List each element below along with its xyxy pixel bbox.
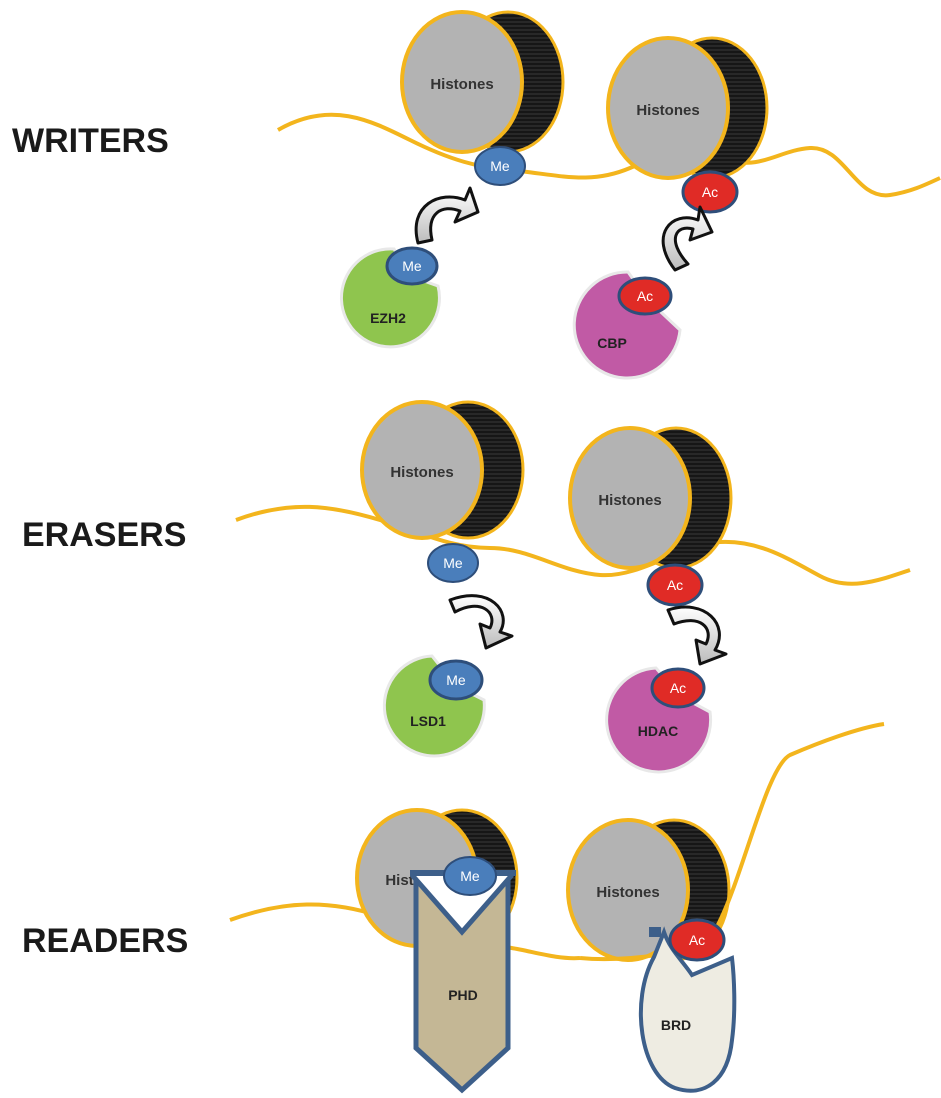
svg-text:Ac: Ac (689, 932, 705, 948)
curved-arrow-icon (448, 594, 514, 650)
svg-text:CBP: CBP (597, 335, 627, 351)
acetyl-mark: Ac (668, 918, 726, 962)
svg-text:Me: Me (402, 258, 422, 274)
svg-text:EZH2: EZH2 (370, 310, 406, 326)
histone-nucleosome: Histones (400, 10, 565, 154)
histone-nucleosome: Histones (568, 426, 733, 570)
svg-text:Me: Me (443, 555, 463, 571)
dna-strand (235, 504, 911, 586)
hdac-enzyme: Ac HDAC (605, 666, 713, 774)
svg-text:LSD1: LSD1 (410, 713, 446, 729)
svg-text:BRD: BRD (661, 1017, 691, 1033)
methyl-mark: Me (474, 146, 526, 186)
histone-label: Histones (596, 884, 659, 901)
methyl-mark: Me (443, 856, 497, 896)
histone-label: Histones (636, 102, 699, 119)
svg-text:PHD: PHD (448, 987, 478, 1003)
histone-nucleosome: Histones (360, 400, 525, 540)
dna-strand-right-path (579, 722, 885, 962)
curved-arrow-icon (414, 186, 480, 245)
curved-arrow-icon (666, 605, 728, 666)
histone-label: Histones (598, 492, 661, 509)
brd-reader: BRD (638, 926, 737, 1093)
readers-title: READERS (22, 922, 188, 960)
histone-label: Histones (390, 464, 453, 481)
writers-section: WRITERS Histones Histones Me Ac (12, 10, 941, 380)
svg-text:Ac: Ac (702, 184, 718, 200)
svg-text:Ac: Ac (637, 288, 653, 304)
svg-text:Me: Me (460, 868, 480, 884)
readers-section: READERS Histones Histones (22, 722, 885, 1094)
acetyl-mark: Ac (681, 170, 739, 214)
svg-text:HDAC: HDAC (638, 723, 678, 739)
ezh2-enzyme: Me EZH2 (339, 246, 441, 349)
svg-text:Me: Me (446, 672, 466, 688)
cbp-enzyme: Ac CBP (572, 270, 682, 380)
acetyl-mark: Ac (646, 563, 704, 607)
svg-text:Ac: Ac (670, 680, 686, 696)
svg-text:Ac: Ac (667, 577, 683, 593)
svg-text:Me: Me (490, 158, 510, 174)
histone-nucleosome: Histones (606, 36, 769, 180)
methyl-mark: Me (427, 543, 479, 583)
phd-reader: PHD (410, 870, 516, 1094)
histone-label: Histones (430, 76, 493, 93)
lsd1-enzyme: Me LSD1 (382, 654, 486, 758)
curved-arrow-icon (661, 205, 714, 272)
erasers-section: ERASERS Histones Histones Me Ac Me (22, 400, 911, 774)
erasers-title: ERASERS (22, 516, 186, 554)
writers-title: WRITERS (12, 122, 169, 160)
